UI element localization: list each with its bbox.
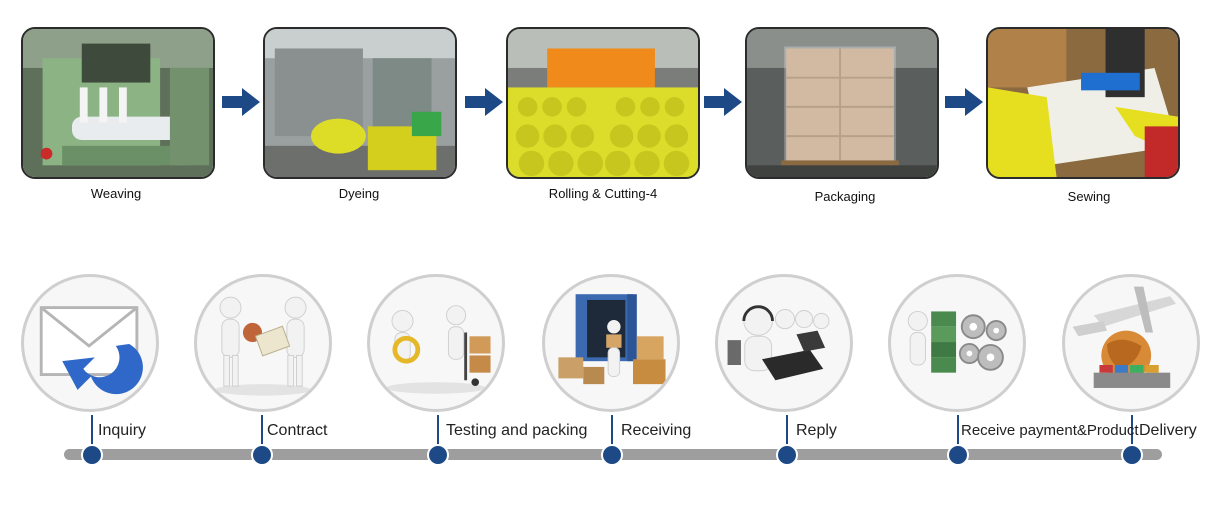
right-arrow-icon [945,88,983,116]
right-arrow-icon [465,88,503,116]
packaging-caption: Packaging [814,189,876,204]
step-label-reply: Reply [796,422,837,439]
timeline-node [251,444,273,466]
money-gears-icon [888,274,1026,412]
timeline-tick [786,415,788,445]
timeline-node [427,444,449,466]
timeline-tick [957,415,959,445]
weaving-caption: Weaving [90,186,142,201]
container-boxes-icon [542,274,680,412]
packaging-photo [745,27,939,179]
rolling-cutting-photo [506,27,700,179]
airplane-globe-icon [1062,274,1200,412]
dyeing-caption: Dyeing [338,186,380,201]
timeline-node [776,444,798,466]
timeline-tick [1131,415,1133,445]
timeline-tick [611,415,613,445]
dyeing-photo [263,27,457,179]
right-arrow-icon [704,88,742,116]
step-label-inquiry: Inquiry [98,422,147,439]
magnifier-cart-icon [367,274,505,412]
sewing-photo [986,27,1180,179]
timeline-node [601,444,623,466]
rolling-cutting-caption: Rolling & Cutting-4 [548,186,658,201]
handshake-contract-icon [194,274,332,412]
weaving-photo [21,27,215,179]
right-arrow-icon [222,88,260,116]
step-label-testing-packing: Testing and packing [446,422,588,439]
step-label-receive-payment-product: Receive payment&Product [961,422,1139,439]
call-center-icon [715,274,853,412]
envelope-reply-icon [21,274,159,412]
timeline-node [1121,444,1143,466]
timeline-node [81,444,103,466]
step-label-delivery: Delivery [1139,422,1197,439]
timeline-node [947,444,969,466]
step-label-receiving: Receiving [621,422,692,439]
step-label-contract: Contract [267,422,328,439]
timeline-tick [91,415,93,445]
sewing-caption: Sewing [1067,189,1111,204]
timeline-tick [261,415,263,445]
timeline-tick [437,415,439,445]
